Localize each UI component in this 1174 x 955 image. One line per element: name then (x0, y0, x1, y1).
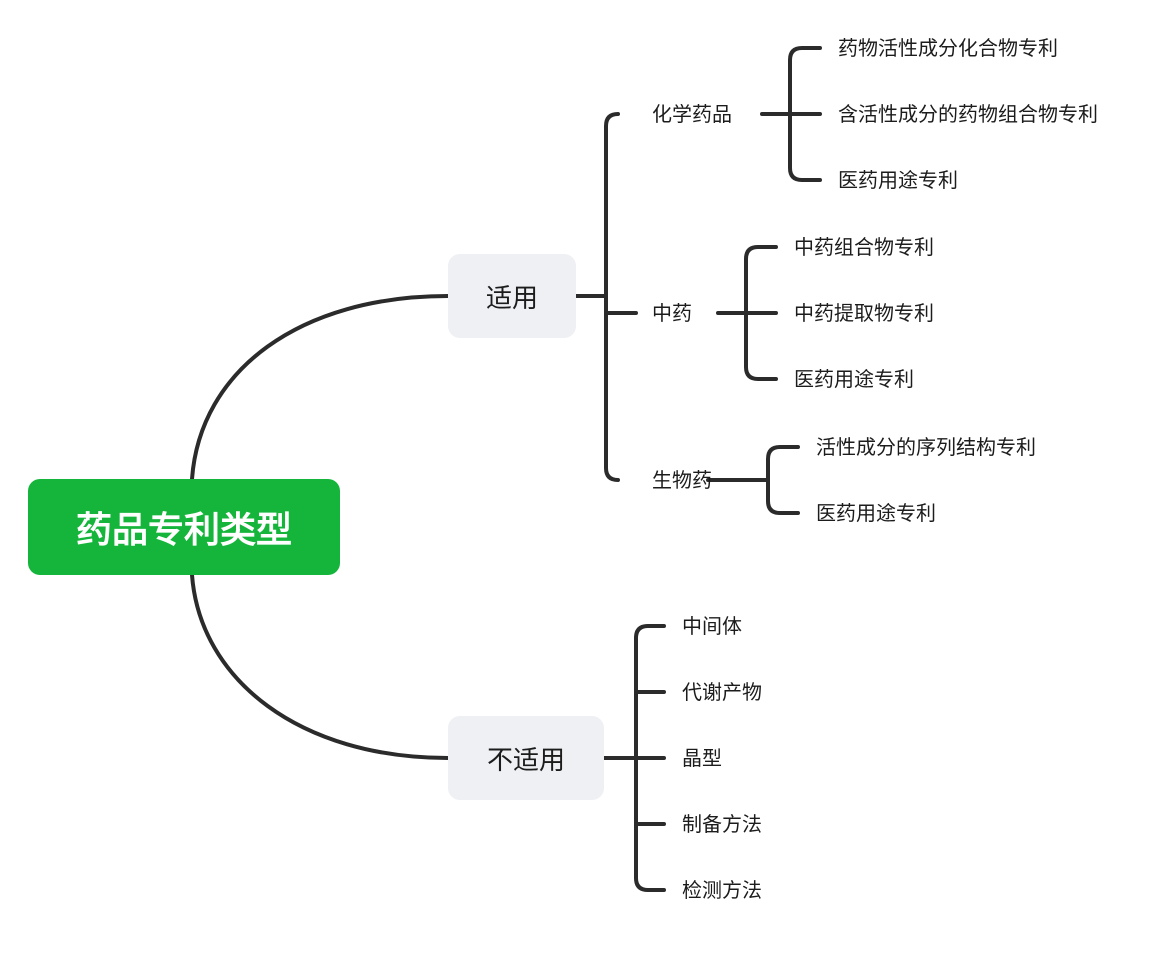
root-label: 药品专利类型 (75, 510, 292, 551)
bracket-tcm (716, 245, 778, 381)
connector-root-applicable (190, 294, 450, 481)
bracket-chemical (760, 46, 822, 182)
topic-chemical[interactable]: 化学药品 (652, 102, 732, 126)
leaf-chemical-1[interactable]: 药物活性成分化合物专利 (838, 36, 1058, 60)
topic-bio[interactable]: 生物药 (652, 468, 712, 492)
leaf-not-applicable-4[interactable]: 制备方法 (682, 812, 762, 836)
leaf-tcm-3[interactable]: 医药用途专利 (794, 367, 914, 391)
leaf-not-applicable-1[interactable]: 中间体 (682, 614, 742, 638)
bracket-applicable (574, 112, 638, 482)
leaf-not-applicable-5[interactable]: 检测方法 (682, 878, 762, 902)
connector-root-not-applicable (190, 573, 450, 760)
root-node[interactable]: 药品专利类型 (28, 479, 340, 575)
leaf-bio-2[interactable]: 医药用途专利 (816, 501, 936, 525)
leaf-tcm-1[interactable]: 中药组合物专利 (794, 235, 934, 259)
topic-tcm[interactable]: 中药 (652, 301, 692, 325)
leaf-chemical-2[interactable]: 含活性成分的药物组合物专利 (838, 102, 1098, 126)
leaf-tcm-2[interactable]: 中药提取物专利 (794, 301, 934, 325)
leaf-chemical-3[interactable]: 医药用途专利 (838, 168, 958, 192)
leaf-not-applicable-2[interactable]: 代谢产物 (682, 680, 762, 704)
branch-not-applicable[interactable]: 不适用 (448, 716, 604, 800)
leaf-not-applicable-3[interactable]: 晶型 (682, 746, 722, 770)
bracket-bio (706, 445, 800, 515)
branch-applicable-label: 适用 (485, 283, 538, 314)
bracket-not-applicable (602, 624, 666, 892)
leaf-bio-1[interactable]: 活性成分的序列结构专利 (816, 435, 1036, 459)
branch-not-applicable-label: 不适用 (486, 745, 565, 776)
branch-applicable[interactable]: 适用 (448, 254, 576, 338)
